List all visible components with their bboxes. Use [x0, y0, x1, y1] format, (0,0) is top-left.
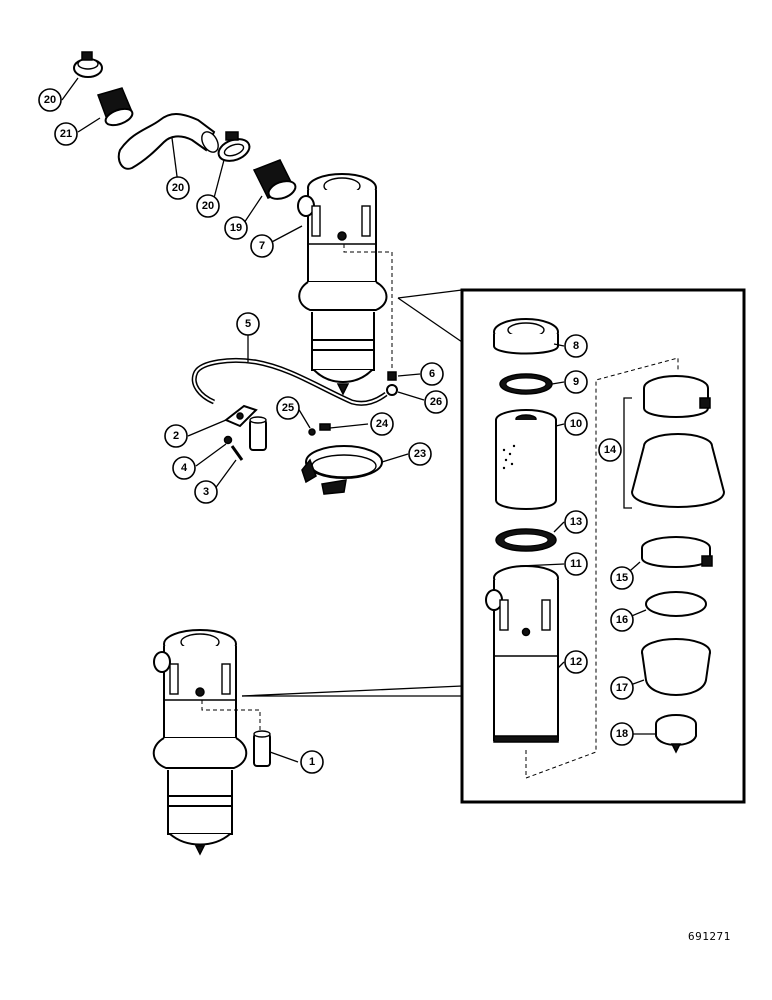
view-line-lower-a	[241, 685, 463, 697]
callout-22: 21	[54, 122, 78, 146]
callout-14: 14	[598, 438, 622, 462]
indicator-hose-5	[191, 357, 388, 406]
ring-16	[645, 591, 707, 617]
callout-16: 16	[610, 608, 634, 632]
hose-clamp-top	[73, 51, 103, 78]
indicator-bracket-2	[224, 404, 258, 428]
callout-25: 25	[276, 396, 300, 420]
callout-4: 4	[172, 456, 196, 480]
callout-13: 13	[564, 510, 588, 534]
callout-17: 17	[610, 676, 634, 700]
svg-text:20: 20	[172, 182, 184, 194]
bolt-24-nut-25	[308, 423, 331, 436]
band-clamp-15	[641, 536, 713, 568]
svg-text:10: 10	[570, 418, 582, 430]
svg-text:26: 26	[430, 396, 442, 408]
callout-24: 24	[370, 412, 394, 436]
callout-8: 8	[564, 334, 588, 358]
svg-text:3: 3	[203, 486, 209, 498]
callout-3: 3	[194, 480, 218, 504]
callout-5: 5	[236, 312, 260, 336]
svg-text:21: 21	[60, 128, 72, 140]
svg-text:14: 14	[604, 444, 617, 456]
callout-7: 7	[250, 234, 274, 258]
bolt-3-washer-4	[223, 435, 244, 461]
band-clamp-14a	[643, 375, 711, 418]
hose-clamp-20	[217, 131, 251, 162]
callout-12: 12	[564, 650, 588, 674]
svg-text:4: 4	[181, 462, 188, 474]
fitting-6-26	[386, 371, 398, 396]
svg-text:9: 9	[573, 376, 579, 388]
svg-text:24: 24	[376, 418, 389, 430]
filter-element-10	[495, 409, 557, 510]
svg-text:18: 18	[616, 728, 628, 740]
callout-20-mid: 20	[196, 194, 220, 218]
cup-17	[641, 638, 711, 696]
callout-26: 26	[424, 390, 448, 414]
cap-18	[655, 714, 697, 754]
svg-text:13: 13	[570, 516, 582, 528]
mounting-band-23	[301, 445, 383, 495]
callout-23: 23	[408, 442, 432, 466]
air-cleaner-lower	[152, 629, 248, 856]
drawing-number: 691271	[688, 930, 731, 943]
svg-text:20: 20	[44, 94, 56, 106]
hose-coupler-22	[97, 87, 134, 127]
svg-text:17: 17	[616, 682, 628, 694]
svg-text:15: 15	[616, 572, 628, 584]
svg-text:5: 5	[245, 318, 251, 330]
air-cleaner-upper	[297, 173, 388, 396]
callout-1: 1	[300, 750, 324, 774]
view-line-upper-b	[397, 297, 463, 343]
svg-text:7: 7	[259, 240, 265, 252]
svg-text:16: 16	[616, 614, 628, 626]
svg-text:11: 11	[570, 558, 582, 570]
gasket-13	[495, 528, 557, 552]
svg-text:23: 23	[414, 448, 426, 460]
svg-text:2: 2	[173, 430, 179, 442]
callout-15: 15	[610, 566, 634, 590]
callout-19: 19	[224, 216, 248, 240]
svg-text:19: 19	[230, 222, 242, 234]
cone-14b	[630, 433, 726, 508]
indicator-cylinder	[249, 416, 267, 451]
svg-text:25: 25	[282, 402, 294, 414]
body-12	[485, 565, 559, 743]
exploded-view-frame	[460, 288, 746, 804]
callout-21: 20	[166, 176, 190, 200]
svg-text:20: 20	[202, 200, 214, 212]
callout-11: 11	[564, 552, 588, 576]
callout-20-top: 20	[38, 88, 62, 112]
callout-10: 10	[564, 412, 588, 436]
callout-6: 6	[420, 362, 444, 386]
svg-text:6: 6	[429, 368, 435, 380]
cover-8	[493, 318, 559, 355]
bracket-14	[623, 397, 632, 509]
elbow-hose-21	[117, 113, 219, 170]
callout-2: 2	[164, 424, 188, 448]
restriction-indicator-1	[253, 730, 271, 767]
callout-18: 18	[610, 722, 634, 746]
svg-text:8: 8	[573, 340, 579, 352]
gasket-9	[499, 373, 553, 395]
svg-text:1: 1	[309, 756, 315, 768]
view-line-upper-a	[397, 289, 463, 299]
svg-text:12: 12	[570, 656, 582, 668]
callout-9: 9	[564, 370, 588, 394]
coupler-19	[252, 159, 297, 200]
